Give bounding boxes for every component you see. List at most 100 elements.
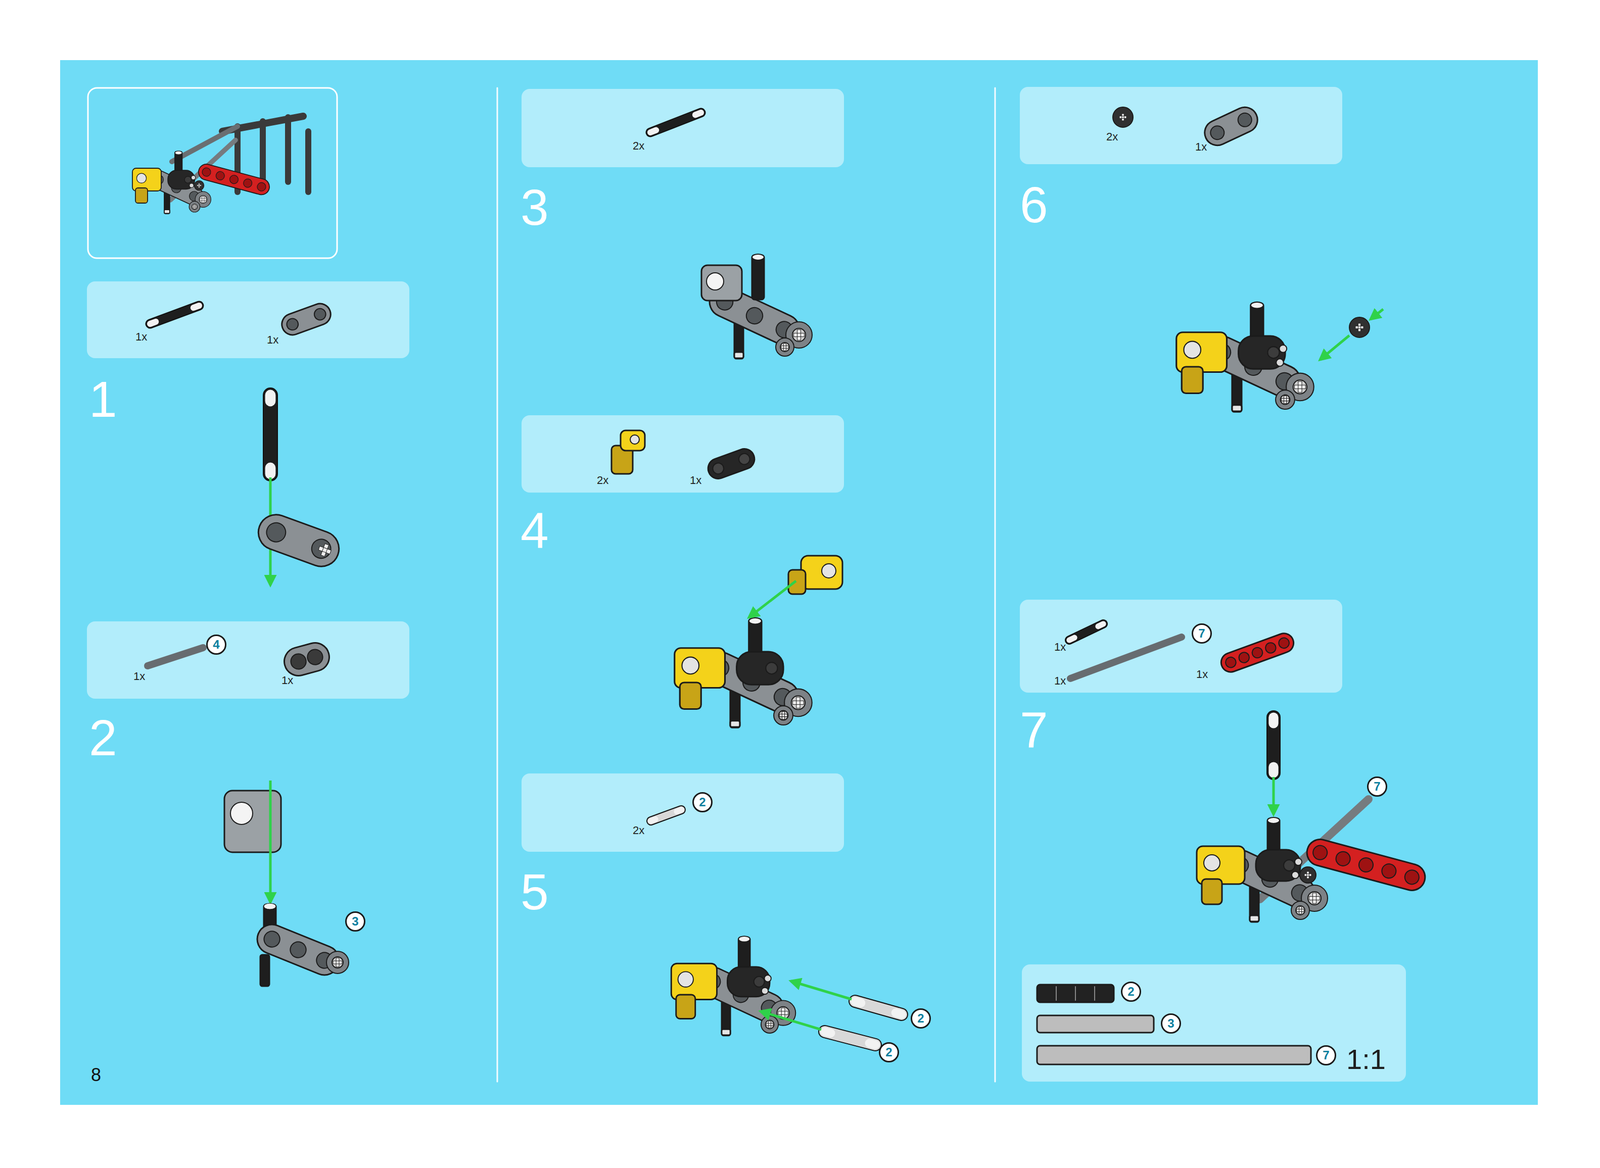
- beam-hole: [288, 939, 309, 961]
- beam-hole: [214, 170, 226, 182]
- yellow-hole: [136, 173, 147, 183]
- parts-panel: 2x 1x: [521, 415, 844, 493]
- connector-part: [701, 265, 742, 301]
- pin-part: [824, 1031, 876, 1046]
- yellow-part: [671, 963, 717, 1000]
- text-holder: 1x: [133, 671, 146, 683]
- cross-hole: [1296, 907, 1304, 915]
- gear-hub: [1307, 891, 1322, 906]
- pin-tip: [265, 467, 276, 475]
- yellow-hole: [630, 435, 640, 445]
- text-holder: 1x: [689, 475, 702, 487]
- label-holder: 7: [1019, 704, 1049, 756]
- ruler-tick: [1094, 986, 1096, 1001]
- beam-hole: [201, 166, 212, 178]
- scale-note: 1:1: [1346, 1043, 1386, 1076]
- callout-number: 2: [1120, 981, 1142, 1003]
- callout-number: 7: [1315, 1045, 1337, 1066]
- parts-panel: 2x: [521, 88, 844, 168]
- bush-part: [1349, 317, 1370, 338]
- assembly-arrow: [1370, 309, 1384, 320]
- part-count: 1x: [1196, 668, 1208, 681]
- callout-number: 7: [1191, 623, 1212, 644]
- pin-tip: [738, 936, 750, 943]
- beam-hole: [305, 647, 325, 667]
- assembly-arrow: [1272, 777, 1276, 815]
- yellow-hole: [1203, 855, 1220, 872]
- yellow-part: [1201, 879, 1222, 905]
- part-count: 1x: [135, 330, 148, 344]
- ruler-bar: [1037, 1046, 1311, 1065]
- part-count: 1x: [266, 333, 279, 347]
- step-number: 1: [88, 373, 118, 425]
- parts-drawing: [521, 773, 844, 853]
- pin-tip: [895, 1013, 902, 1015]
- step-number: 2: [88, 712, 118, 764]
- beam-hole: [285, 316, 300, 332]
- yellow-part: [132, 168, 162, 192]
- yellow-part: [1196, 846, 1245, 885]
- assembly: [674, 618, 813, 728]
- callout-number: 3: [1160, 1013, 1182, 1034]
- label-holder: 7: [1315, 1045, 1337, 1066]
- pin-tip: [855, 1001, 862, 1004]
- label-holder: 1: [88, 373, 118, 425]
- pin-tip: [1069, 637, 1075, 641]
- assembly: [132, 139, 272, 214]
- cross-hole: [192, 204, 198, 210]
- axle-part: [147, 647, 204, 667]
- pin-outline: [855, 1001, 902, 1015]
- step-number: 7: [1019, 704, 1049, 756]
- pin-tip: [1098, 624, 1104, 627]
- pin-tip: [650, 130, 656, 133]
- beam-body: [1200, 103, 1262, 150]
- pin-outline: [650, 810, 682, 822]
- yellow-part: [679, 682, 701, 710]
- beam-hole: [308, 536, 334, 561]
- yellow-part: [801, 555, 843, 590]
- beam-body: [196, 162, 271, 197]
- beam-hole: [261, 929, 283, 951]
- label-holder: 7: [1191, 623, 1212, 644]
- pin-tip: [695, 112, 701, 115]
- pin-tip: [676, 810, 682, 812]
- gear-hub: [792, 328, 806, 342]
- pin-end: [761, 987, 769, 995]
- part-count: 2x: [596, 474, 609, 487]
- connector-hole: [706, 272, 724, 291]
- part-count: 1x: [281, 674, 294, 687]
- pin-end: [1276, 358, 1284, 367]
- label-holder: 8: [90, 1066, 102, 1085]
- callout-number: 3: [345, 911, 366, 932]
- beam-hole: [743, 304, 766, 327]
- cross-hole: [1294, 381, 1306, 393]
- yellow-part: [1176, 332, 1228, 373]
- step-number: 6: [1019, 179, 1049, 230]
- beam-hole: [711, 461, 726, 477]
- ruler-bar: [1037, 984, 1114, 1003]
- pin-tip: [193, 305, 200, 308]
- beam-part: [280, 639, 333, 679]
- gear-hub: [780, 342, 790, 352]
- callout-number: 4: [206, 634, 227, 655]
- black-connector: [1255, 850, 1301, 882]
- pin-end: [1279, 345, 1287, 353]
- gear-part: [775, 338, 794, 357]
- text-holder: 1x: [281, 675, 294, 687]
- part-count: 1x: [689, 474, 702, 487]
- pin-tip: [1268, 717, 1279, 724]
- text-holder: 1x: [1054, 641, 1066, 653]
- beam-hole: [1263, 641, 1278, 655]
- yellow-hole: [678, 971, 694, 987]
- pin-tip: [869, 1043, 876, 1046]
- part-count: 2x: [1106, 130, 1118, 144]
- pin-end: [764, 975, 772, 982]
- cross-hole: [1355, 323, 1364, 332]
- pin-part: [751, 255, 765, 300]
- axle-tip: [734, 352, 744, 359]
- pin-part: [263, 395, 277, 475]
- text-holder: 2x: [632, 140, 645, 152]
- parts-panel: 2x: [521, 773, 844, 853]
- beam-part: [1303, 836, 1428, 894]
- cross-hole: [766, 1021, 774, 1029]
